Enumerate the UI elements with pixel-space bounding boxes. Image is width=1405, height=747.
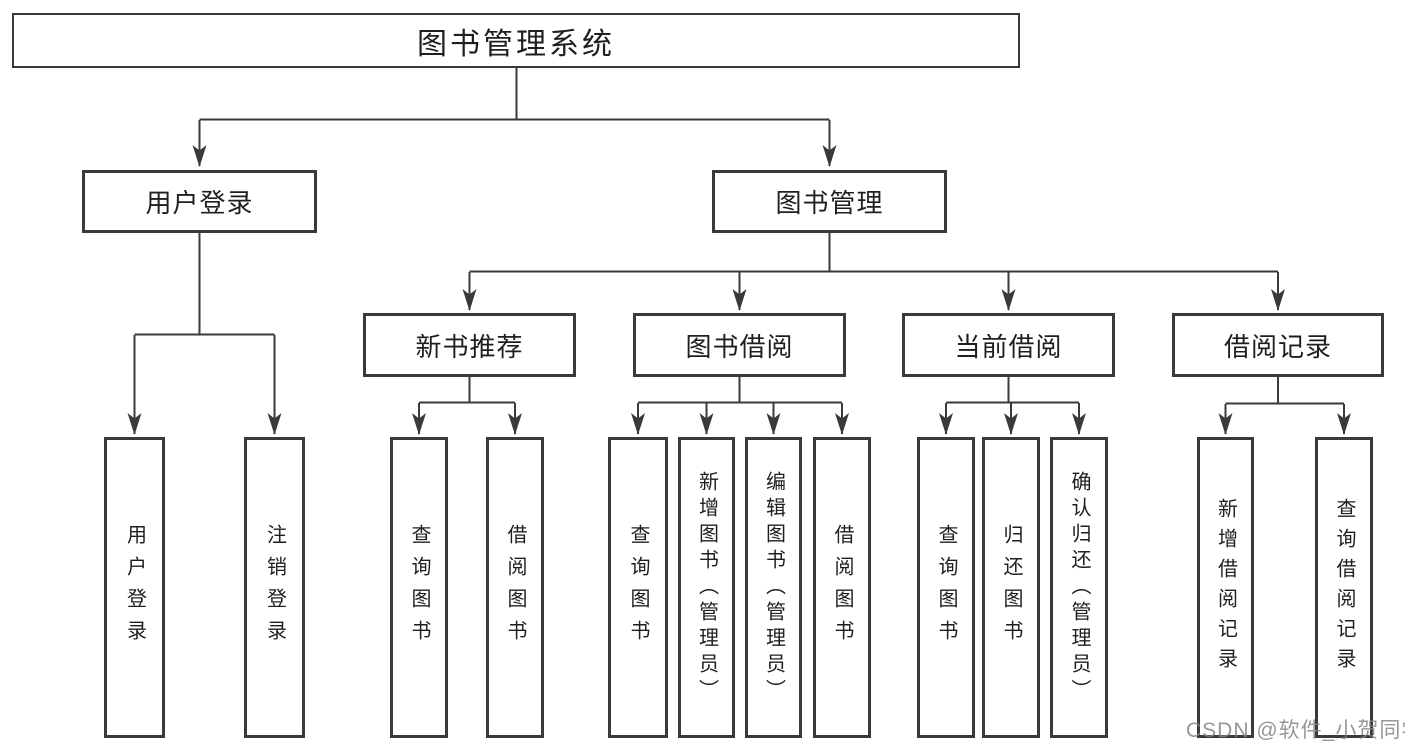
leaf-return-books: 归还图书: [982, 437, 1040, 738]
csdn-watermark: CSDN @软件_小贺同学: [1186, 719, 1405, 742]
node-label: 借阅记录: [1223, 331, 1332, 362]
node-user-login: 用户登录: [82, 170, 317, 233]
node-label: 新书推荐: [415, 331, 524, 362]
leaf-user-login: 用户登录: [104, 437, 165, 738]
leaf-confirm-return-admin: 确认归还（管理员）: [1050, 437, 1108, 738]
node-label: 图书管理: [775, 188, 884, 218]
node-borrow-records: 借阅记录: [1172, 313, 1384, 377]
node-label: 当前借阅: [954, 331, 1063, 362]
leaf-query-books-borrow: 查询图书: [608, 437, 668, 738]
leaf-query-books-recommend: 查询图书: [390, 437, 448, 738]
node-label: 借阅图书: [504, 523, 526, 652]
leaf-logout: 注销登录: [244, 437, 305, 738]
node-label: 用户登录: [145, 188, 254, 218]
node-label: 查询借阅记录: [1333, 497, 1355, 678]
node-label: 归还图书: [1000, 523, 1022, 652]
node-label: 图书借阅: [685, 331, 794, 362]
leaf-query-borrow-record: 查询借阅记录: [1315, 437, 1373, 738]
leaf-query-books-current: 查询图书: [917, 437, 975, 738]
leaf-add-borrow-record: 新增借阅记录: [1197, 437, 1254, 738]
node-book-management: 图书管理: [712, 170, 947, 233]
leaf-edit-books-admin: 编辑图书（管理员）: [745, 437, 802, 738]
node-label: 注销登录: [263, 523, 286, 652]
leaf-add-books-admin: 新增图书（管理员）: [678, 437, 735, 738]
node-label: 新增图书（管理员）: [695, 470, 718, 705]
node-label: 用户登录: [123, 523, 146, 652]
node-library-management-system: 图书管理系统: [12, 13, 1020, 68]
node-label: 查询图书: [408, 523, 430, 652]
node-label: 查询图书: [627, 523, 649, 652]
node-book-borrow: 图书借阅: [633, 313, 846, 377]
node-current-borrow: 当前借阅: [902, 313, 1115, 377]
node-label: 新增借阅记录: [1214, 497, 1237, 678]
node-label: 编辑图书（管理员）: [762, 470, 785, 705]
node-label: 查询图书: [935, 523, 957, 652]
node-new-book-recommend: 新书推荐: [363, 313, 576, 377]
leaf-borrow-books: 借阅图书: [813, 437, 871, 738]
leaf-borrow-books-recommend: 借阅图书: [486, 437, 544, 738]
node-label: 图书管理系统: [417, 27, 615, 61]
node-label: 确认归还（管理员）: [1068, 470, 1090, 705]
node-label: 借阅图书: [831, 523, 853, 652]
